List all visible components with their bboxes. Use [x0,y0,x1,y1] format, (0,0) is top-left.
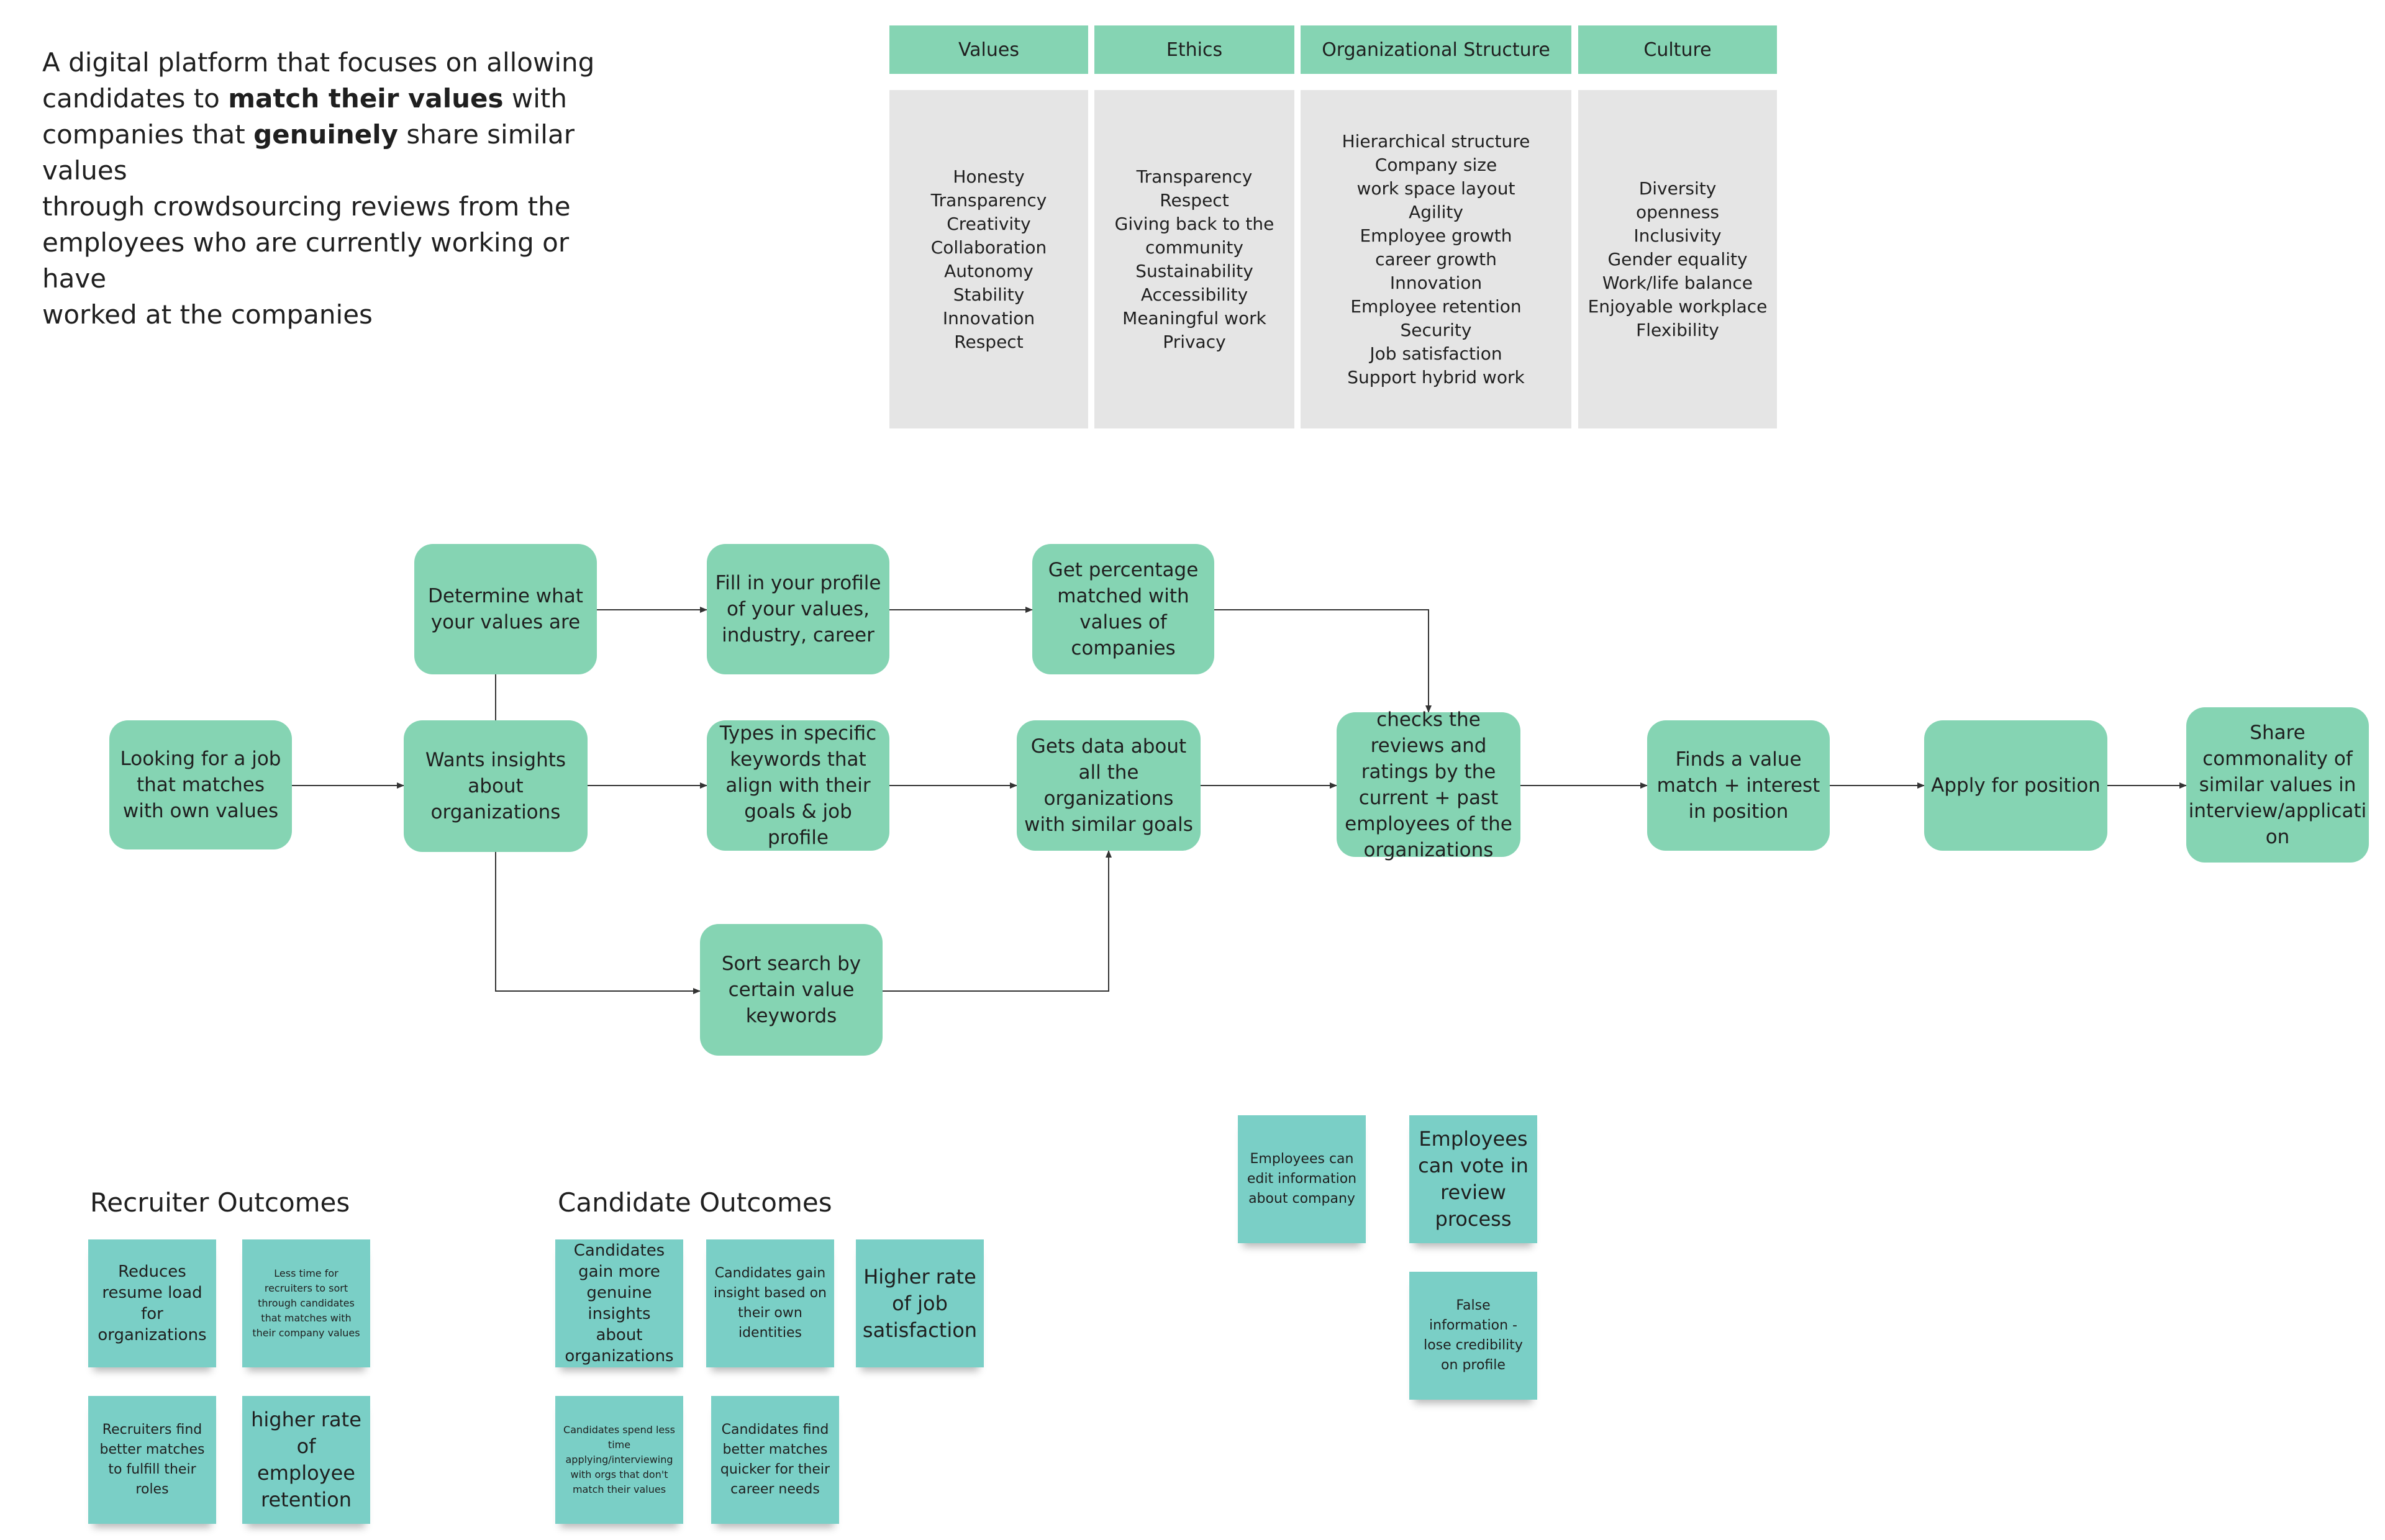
category-item: Support hybrid work [1347,366,1525,387]
category-item: Agility [1409,201,1463,222]
category-item: community [1145,237,1243,258]
category-item: Inclusivity [1633,225,1722,246]
category-item: Diversity [1638,178,1717,199]
candidate-outcomes-title: Candidate Outcomes [558,1187,832,1218]
edge-percentage-to-checks [1214,609,1432,713]
sticky-note: False information - lose credibility on … [1409,1272,1537,1400]
category-item: Giving back to the [1114,213,1274,234]
category-item: Hierarchical structure [1342,130,1530,152]
edge-sort-to-getsdata [883,850,1112,992]
category-header-ethics: Ethics [1094,25,1294,74]
category-item: Employee retention [1350,296,1522,317]
sticky-note: higher rate of employee retention [242,1396,370,1524]
sticky-note: Candidates gain insight based on their o… [706,1239,834,1367]
category-item: Enjoyable workplace [1588,296,1768,317]
node-checks-reviews: checks the reviews and ratings by the cu… [1337,709,1520,861]
category-item: Honesty [953,166,1025,187]
category-item: Employee growth [1360,225,1512,246]
intro-line: A digital platform that focuses on allow… [42,47,595,78]
sticky-note: Recruiters find better matches to fulfil… [88,1396,216,1524]
category-item: work space layout [1356,178,1515,199]
category-item: Stability [953,284,1025,305]
node-get-percentage: Get percentage matched with values of co… [1032,544,1214,674]
sticky-note: Reduces resume load for organizations [88,1239,216,1367]
category-header-organizational-structure: Organizational Structure [1301,25,1571,74]
category-item: Accessibility [1140,284,1248,305]
sticky-note: Candidates spend less time applying/inte… [555,1396,683,1524]
node-wants-insights: Wants insights about organizations [404,720,588,852]
category-item: openness [1635,201,1719,222]
node-finds-match: Finds a value match + interest in positi… [1647,720,1830,851]
recruiter-outcomes-title: Recruiter Outcomes [90,1187,350,1218]
category-item: Flexibility [1636,319,1719,340]
node-share-commonality: Share commonality of similar values in i… [2186,707,2369,863]
intro-line: candidates to [42,83,229,114]
intro-emphasis: genuinely [253,119,399,150]
category-item: Meaningful work [1122,307,1266,328]
category-item: Job satisfaction [1370,343,1502,364]
intro-emphasis: match their values [228,83,504,114]
node-fill-profile: Fill in your profile of your values, ind… [707,544,889,674]
node-apply-position: Apply for position [1924,720,2107,851]
category-item: Collaboration [930,237,1047,258]
sticky-note: Higher rate of job satisfaction [856,1239,984,1367]
category-item: Respect [954,331,1024,352]
sticky-note: Candidates find better matches quicker f… [711,1396,839,1524]
category-header-values: Values [889,25,1088,74]
sticky-note: Employees can vote in review process [1409,1115,1537,1243]
sticky-note: Employees can edit information about com… [1238,1115,1366,1243]
node-sort-search: Sort search by certain value keywords [700,924,883,1056]
category-item: Sustainability [1135,260,1253,281]
edge-wants-to-sort [495,852,701,994]
intro-line: through crowdsourcing reviews from the [42,191,571,222]
node-types-keywords: Types in specific keywords that align wi… [707,720,889,851]
category-item: Security [1400,319,1472,340]
category-item: Gender equality [1607,248,1748,270]
sticky-note: Less time for recruiters to sort through… [242,1239,370,1367]
category-item: Creativity [947,213,1031,234]
intro-paragraph: A digital platform that focuses on allow… [42,45,638,333]
category-item: Innovation [942,307,1035,328]
node-looking-for-job: Looking for a job that matches with own … [109,720,292,849]
category-item: Respect [1160,189,1229,211]
intro-line: worked at the companies [42,299,373,330]
category-header-culture: Culture [1578,25,1777,74]
node-gets-data: Gets data about all the organizations wi… [1017,720,1201,851]
intro-line: share similar values [42,119,575,186]
category-item: Privacy [1163,331,1226,352]
category-item: Company size [1374,154,1497,175]
node-determine-values: Determine what your values are [414,544,597,674]
category-item: Work/life balance [1602,272,1753,293]
intro-line: companies that [42,119,254,150]
category-item: career growth [1375,248,1497,270]
category-item: Transparency [930,189,1047,211]
intro-line: employees who are currently working or h… [42,227,570,294]
category-item: Innovation [1389,272,1483,293]
sticky-note: Candidates gain more genuine insights ab… [555,1239,683,1367]
category-item: Autonomy [944,260,1034,281]
intro-line: with [503,83,567,114]
category-item: Transparency [1136,166,1253,187]
